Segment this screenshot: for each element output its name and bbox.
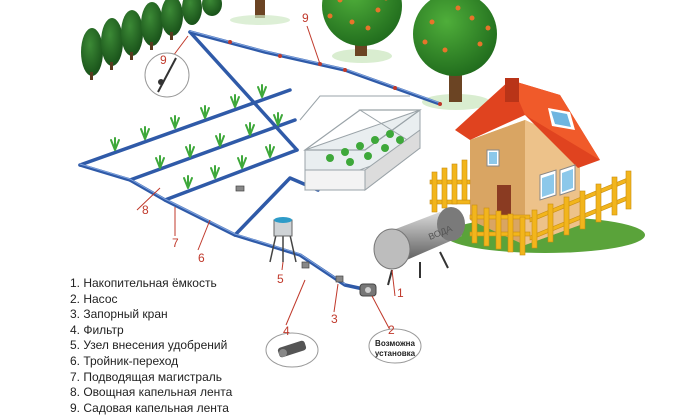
conifer-tree bbox=[161, 0, 183, 40]
plant-row-3 bbox=[183, 144, 275, 189]
conifer-tree bbox=[81, 28, 103, 80]
plant-row-2 bbox=[155, 112, 283, 169]
conifer-tree bbox=[182, 0, 202, 25]
conifer-tree bbox=[141, 2, 163, 50]
vegetable-drip-line-3 bbox=[163, 148, 299, 202]
pipe-network bbox=[78, 30, 442, 292]
fence bbox=[429, 159, 632, 256]
fruit-tree bbox=[230, 0, 290, 25]
legend-item: 9. Садовая капельная лента bbox=[70, 400, 229, 415]
pipe-highlights bbox=[79, 30, 441, 285]
legend-item: 3. Запорный кран bbox=[70, 307, 168, 322]
label-1: 1 bbox=[397, 286, 404, 300]
fertilizer-unit bbox=[269, 217, 297, 263]
legend-item: 1. Накопительная ёмкость bbox=[70, 276, 217, 290]
plant-row-1 bbox=[110, 84, 267, 151]
garden-drip-line bbox=[188, 30, 442, 106]
pump-callout: Возможна установка bbox=[368, 328, 422, 364]
legend-item: 2. Насос bbox=[70, 291, 118, 306]
legend: 1. Накопительная ёмкость 2. Насос 3. Зап… bbox=[70, 276, 232, 416]
valves bbox=[235, 185, 344, 283]
fruit-tree bbox=[413, 0, 497, 110]
greenhouse bbox=[299, 95, 422, 192]
feeder-spine bbox=[188, 30, 299, 152]
timer-callout bbox=[144, 52, 190, 98]
pump-callout-line1: Возможна bbox=[375, 339, 415, 348]
legend-item: 8. Овощная капельная лента bbox=[70, 385, 233, 400]
conifer-tree bbox=[202, 0, 222, 16]
label-9-garden: 9 bbox=[302, 11, 309, 25]
conifer-tree bbox=[121, 10, 143, 60]
label-3: 3 bbox=[331, 312, 338, 326]
label-6: 6 bbox=[198, 251, 205, 265]
label-5: 5 bbox=[277, 272, 284, 286]
legend-item: 6. Тройник-переход bbox=[70, 353, 179, 368]
legend-item: 7. Подводящая магистраль bbox=[70, 369, 223, 384]
label-4: 4 bbox=[283, 324, 290, 338]
fruit-tree bbox=[322, 0, 402, 63]
vegetable-drip-line-1 bbox=[78, 88, 292, 167]
legend-item: 5. Узел внесения удобрений bbox=[70, 338, 228, 353]
filter-callout bbox=[265, 332, 319, 368]
label-8: 8 bbox=[142, 203, 149, 217]
pump-callout-line2: установка bbox=[375, 349, 416, 358]
label-2: 2 bbox=[388, 323, 395, 337]
conifer-tree bbox=[101, 18, 123, 70]
pump bbox=[359, 283, 377, 297]
water-tank: ВОДА bbox=[373, 207, 465, 286]
vegetable-drip-line-2 bbox=[128, 118, 297, 182]
vegetable-plants bbox=[110, 84, 283, 189]
label-7: 7 bbox=[172, 236, 179, 250]
conifer-row bbox=[81, 0, 222, 80]
legend-item: 4. Фильтр bbox=[70, 322, 124, 337]
label-9-timer: 9 bbox=[160, 53, 167, 67]
